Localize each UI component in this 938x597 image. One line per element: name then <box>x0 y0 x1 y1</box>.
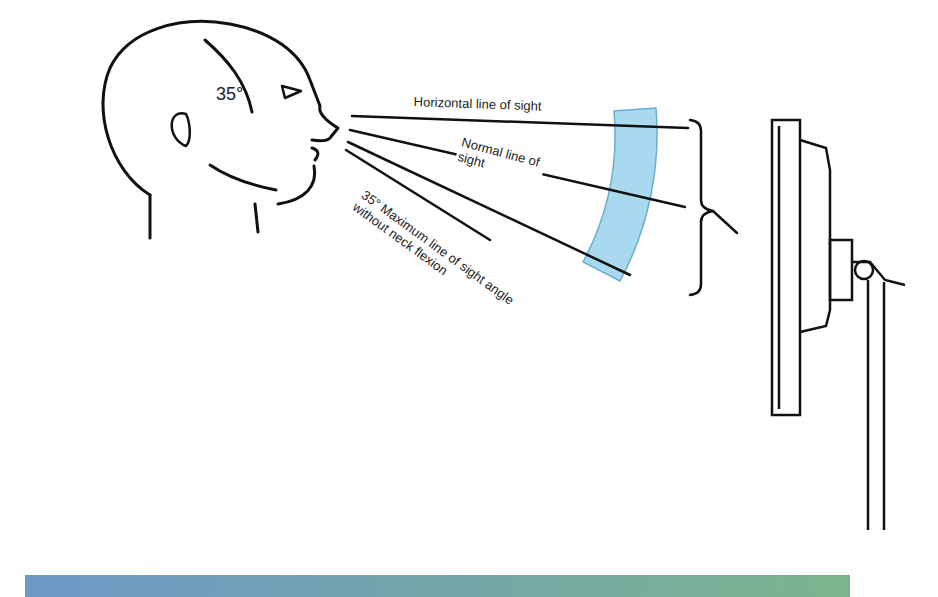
bracket <box>690 120 737 295</box>
head-drawing <box>103 21 338 238</box>
sight-lines <box>346 116 688 275</box>
angle-label: 35° <box>216 84 243 105</box>
line-label: Horizontal line of sight <box>411 94 543 114</box>
footer-bar <box>25 575 850 597</box>
monitor <box>772 120 905 530</box>
line-label: Normal line of sight <box>454 134 547 186</box>
viewing-zone <box>583 108 657 281</box>
